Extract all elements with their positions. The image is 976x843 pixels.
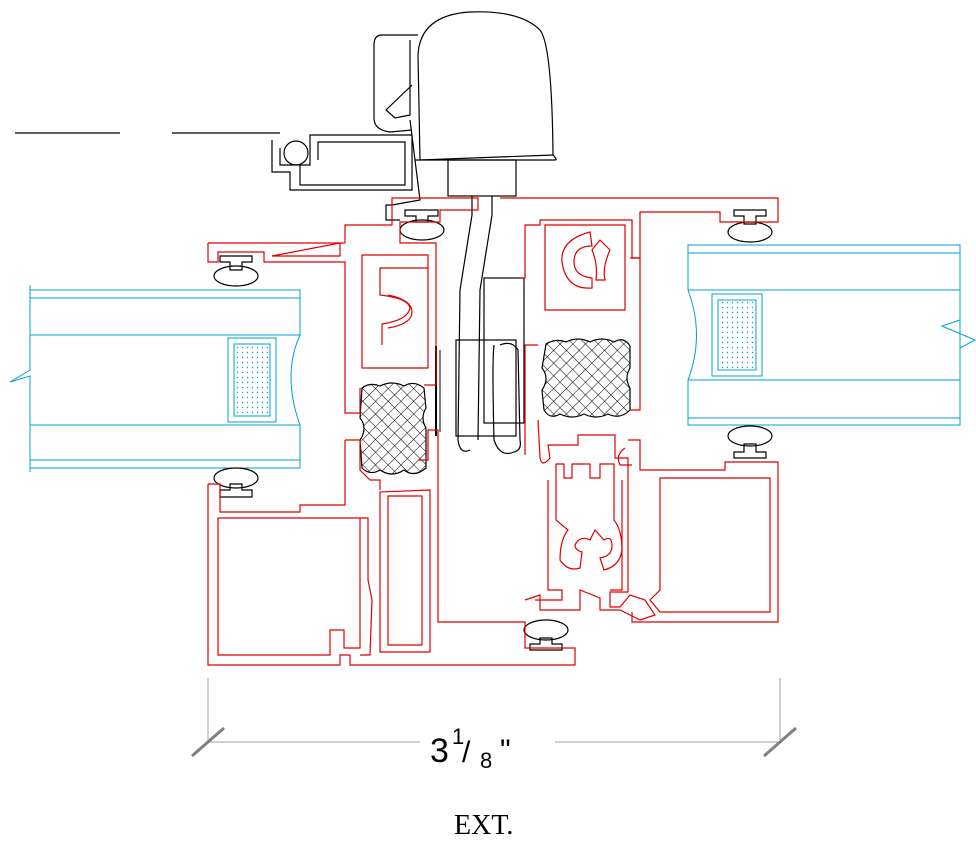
dimension-tick-left xyxy=(191,726,225,758)
right-insulated-glass-unit xyxy=(687,244,976,426)
dimension-annotation: 3 1 / 8 " xyxy=(191,678,797,773)
glazing-gaskets xyxy=(213,209,773,651)
aluminum-frame-profiles xyxy=(207,197,779,666)
dimension-numerator: 1 xyxy=(452,724,464,749)
dimension-unit: " xyxy=(500,734,511,767)
dimension-whole: 3 xyxy=(430,732,449,770)
dimension-fraction-slash: / xyxy=(462,736,471,769)
thermal-breaks xyxy=(359,338,631,475)
dimension-denominator: 8 xyxy=(480,748,492,773)
left-insulated-glass-unit xyxy=(9,285,301,472)
dimension-tick-right xyxy=(763,726,797,758)
exterior-side-label: EXT. xyxy=(454,810,513,841)
